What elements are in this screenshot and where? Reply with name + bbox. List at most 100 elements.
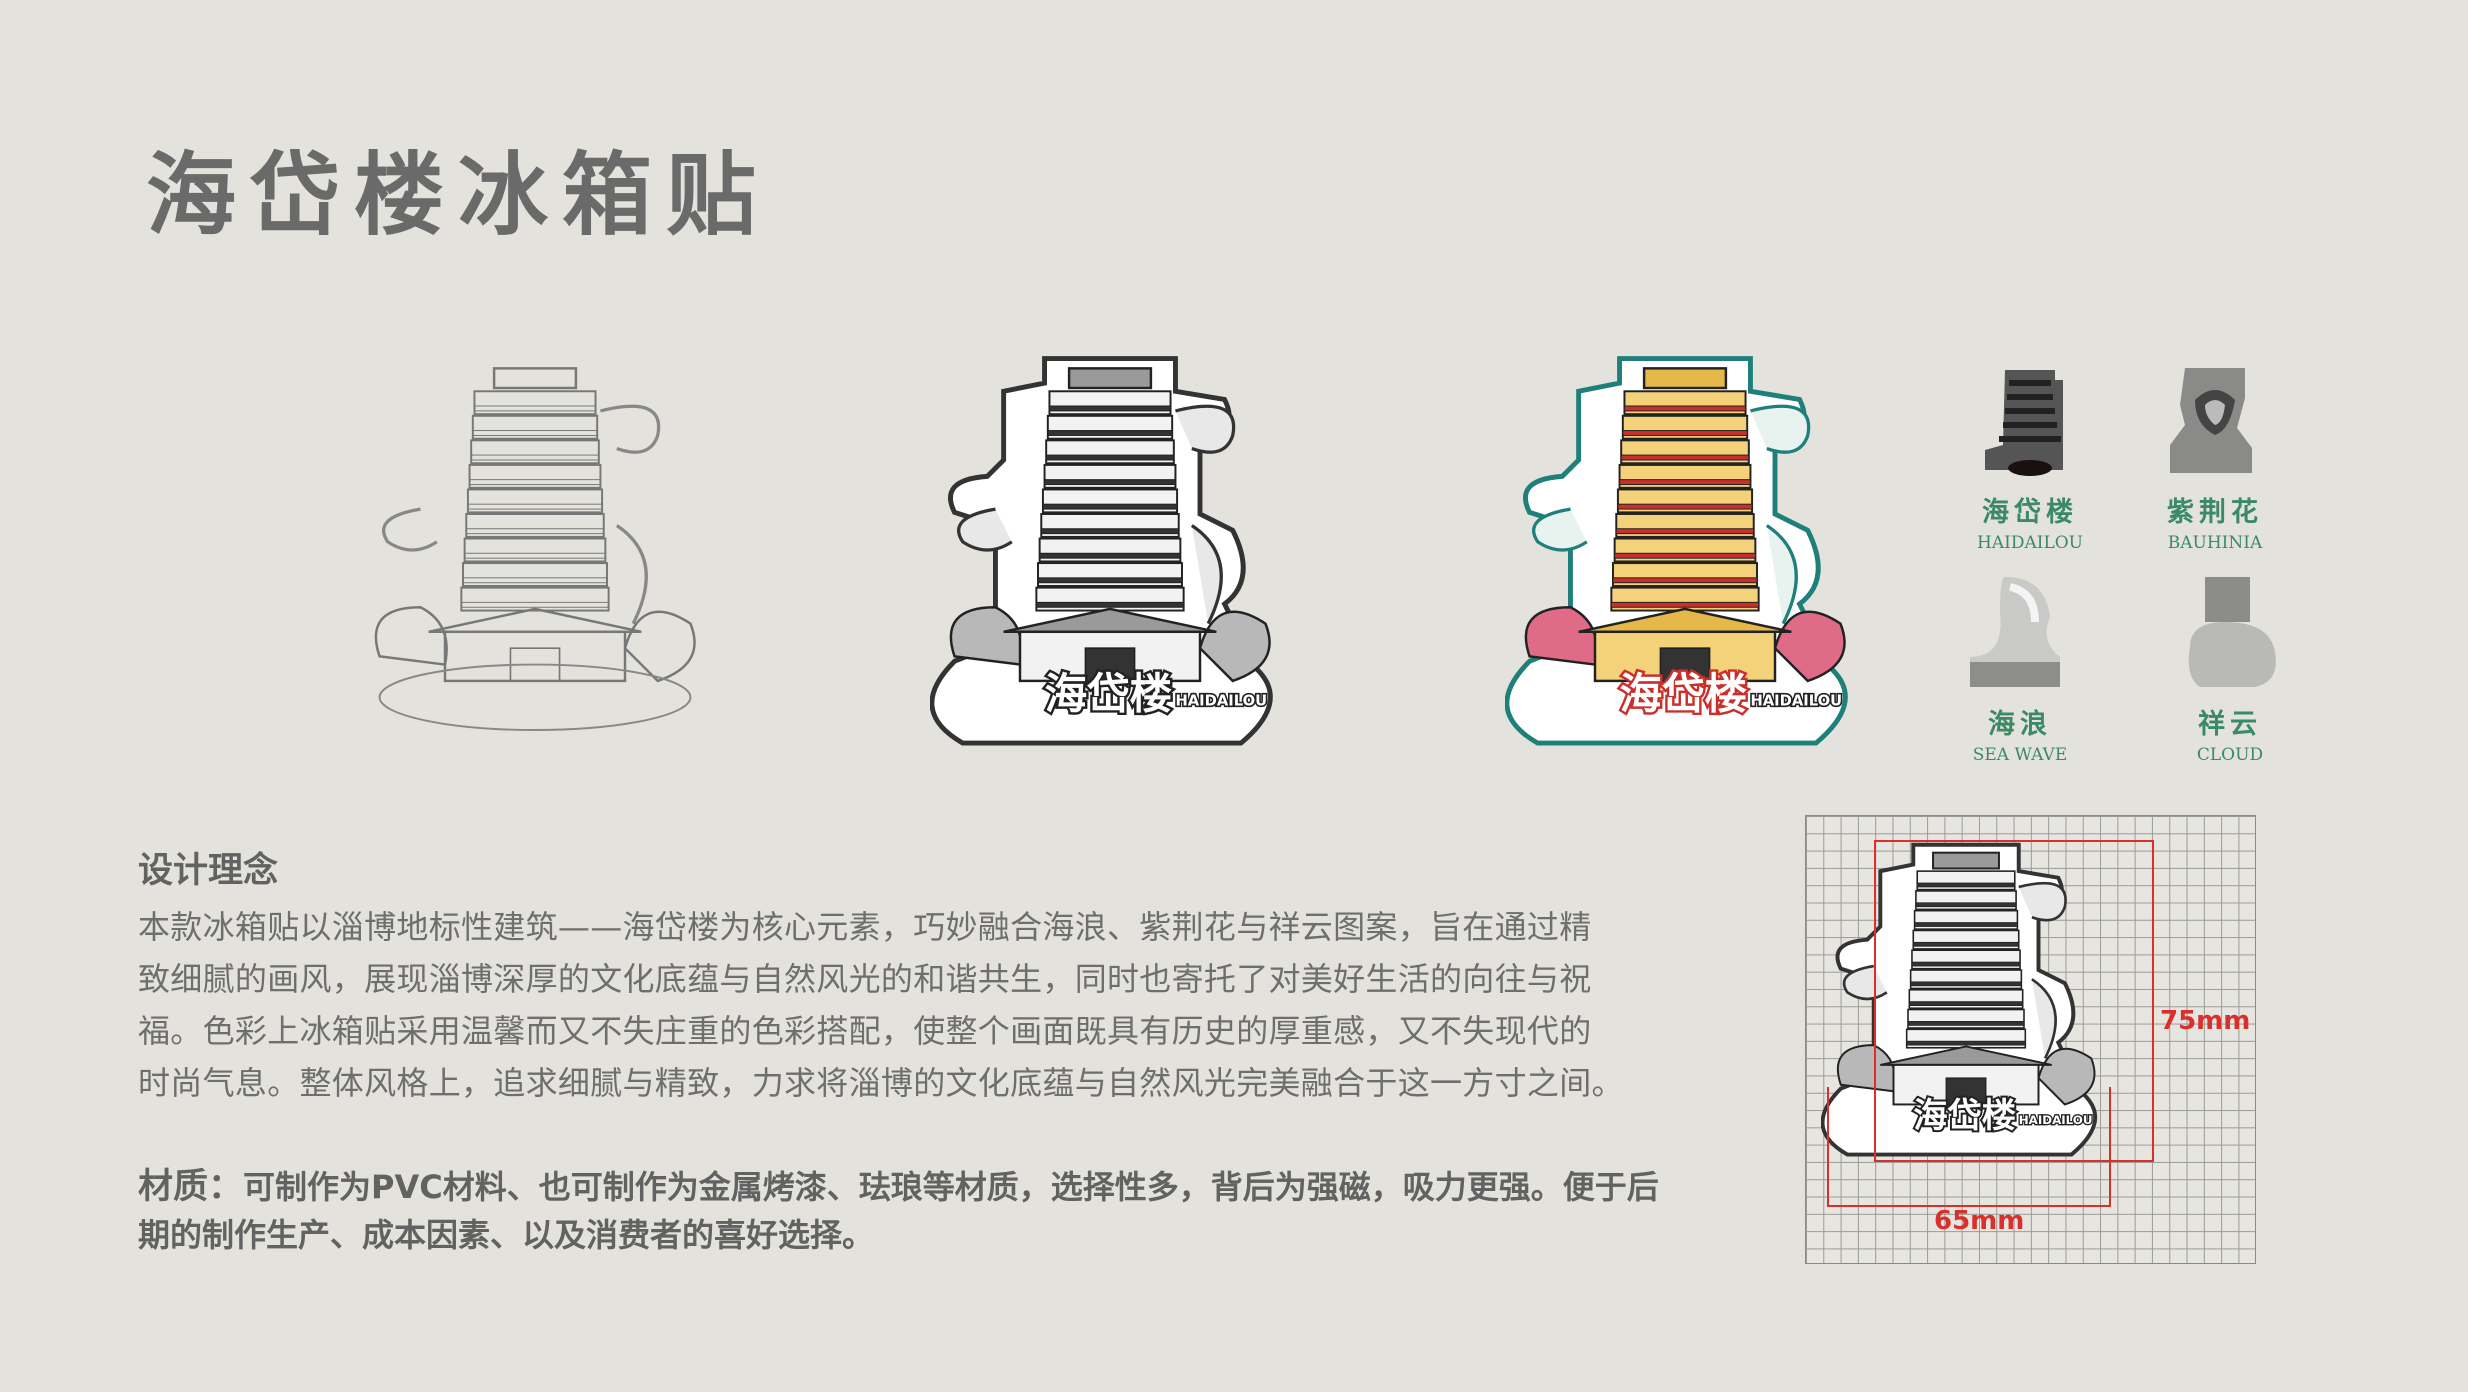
tower-band (1622, 430, 1748, 436)
tower-tier (460, 586, 610, 612)
element-label-en: BAUHINIA (2167, 533, 2263, 553)
tower-tier (466, 488, 604, 514)
flower-base (374, 606, 696, 683)
tower-band (1915, 902, 2017, 908)
tower-band (1617, 503, 1753, 510)
element-cloud: 祥云 CLOUD (2145, 572, 2315, 765)
sticker-label-cn: 海岱楼 (1620, 671, 1748, 720)
element-label-cn: 海浪 (1988, 709, 2052, 740)
tower-top (492, 367, 578, 390)
tower-photo-icon (1975, 360, 2085, 480)
sticker-label-en: HAIDAILOU (1750, 692, 1842, 709)
tower-tier (465, 513, 605, 538)
design-line: 时尚气息。整体风格上，追求细腻与精致，力求将淄博的文化底蕴与自然风光完美融合于这… (138, 1064, 1624, 1102)
material-text: 可制作为PVC材料、也可制作为金属烤漆、珐琅等材质，选择性多，背后为强磁，吸力更… (243, 1168, 1659, 1206)
tower-band (1040, 528, 1180, 535)
cloud-swirl (382, 404, 661, 625)
sticker-label-en: HAIDAILOU (2019, 1113, 2093, 1127)
element-label-cn: 海岱楼 (1982, 497, 2078, 528)
material-line: 材质：可制作为PVC材料、也可制作为金属烤漆、珐琅等材质，选择性多，背后为强磁，… (138, 1158, 1659, 1209)
tower-band (1914, 922, 2018, 927)
cloud-swirl (957, 404, 1236, 625)
tower-band (1048, 405, 1172, 412)
wave-photo-icon (1965, 572, 2075, 692)
tower-band (1045, 454, 1175, 461)
tower-top (1067, 367, 1153, 390)
element-label-cn: 祥云 (2198, 709, 2262, 740)
tower-tier (471, 414, 599, 440)
flower-photo-icon (2160, 360, 2270, 480)
tower-band (1910, 981, 2022, 987)
tower-band (470, 454, 600, 461)
element-bauhinia: 紫荆花 BAUHINIA (2130, 360, 2300, 553)
tower-band (1908, 1001, 2024, 1006)
tower-band (1039, 552, 1181, 559)
tower-door (1659, 647, 1711, 682)
tower-band (1620, 454, 1750, 461)
tower-top (1642, 367, 1728, 390)
tower-band (1907, 1021, 2025, 1026)
tower-band (465, 528, 605, 535)
tower-band (1035, 601, 1185, 608)
tower-tier (463, 537, 607, 563)
cloud-photo-icon (2175, 572, 2285, 692)
tower-band (469, 479, 601, 486)
tower-base (443, 630, 627, 683)
tower-band (1619, 479, 1751, 486)
material-label: 材质： (138, 1167, 244, 1207)
width-guide (1827, 1087, 2111, 1207)
sticker-label-cn: 海岱楼 (1913, 1096, 2016, 1136)
tower-band (1906, 1040, 2026, 1046)
tower-door (1084, 647, 1136, 682)
height-guide (1874, 840, 2154, 1162)
element-haidailou: 海岱楼 HAIDAILOU (1945, 360, 2115, 553)
tower-band (1047, 430, 1173, 436)
tower-band (1623, 405, 1747, 412)
design-heading: 设计理念 (138, 851, 279, 891)
sticker-label-en: HAIDAILOU (1175, 692, 1267, 709)
tower-band (1615, 528, 1755, 535)
element-label-en: CLOUD (2196, 745, 2264, 765)
base-ellipse (378, 663, 692, 731)
sticker-line-art (355, 345, 715, 755)
tower-band (460, 601, 610, 608)
tower-band (1042, 503, 1178, 510)
tower-tier (462, 562, 608, 587)
tower-roof (428, 607, 642, 634)
material-line: 期的制作生产、成本因素、以及消费者的喜好选择。 (138, 1216, 875, 1254)
tower-tier (468, 463, 602, 489)
tower-band (1037, 577, 1183, 584)
design-line: 本款冰箱贴以淄博地标性建筑——海岱楼为核心元素，巧妙融合海浪、紫荆花与祥云图案，… (138, 908, 1592, 946)
page-title: 海岱楼冰箱贴 (146, 143, 770, 248)
flower-base (1524, 606, 1846, 683)
flower-base (1836, 1044, 2096, 1106)
tower-band (1911, 961, 2021, 967)
tower-band (1614, 552, 1756, 559)
cloud-swirl (1532, 404, 1811, 625)
tower-top (1932, 851, 2000, 870)
sticker-label-cn: 海岱楼 (1045, 671, 1173, 720)
tower-band (473, 405, 597, 412)
height-label: 75mm (2160, 1006, 2251, 1036)
tower-band (462, 577, 608, 584)
element-sea-wave: 海浪 SEA WAVE (1935, 572, 2105, 765)
tower-band (1044, 479, 1176, 486)
tower-band (1610, 601, 1760, 608)
element-label-en: SEA WAVE (1972, 745, 2068, 765)
tower-band (467, 503, 603, 510)
element-label-en: HAIDAILOU (1977, 533, 2083, 553)
tower-band (464, 552, 606, 559)
element-label-cn: 紫荆花 (2167, 497, 2263, 528)
design-line: 致细腻的画风，展现淄博深厚的文化底蕴与自然风光的和谐共生，同时也寄托了对美好生活… (138, 960, 1592, 998)
tower-band (1916, 882, 2016, 888)
design-line: 福。色彩上冰箱贴采用温馨而又不失庄重的色彩搭配，使整个画面既具有历史的厚重感，又… (138, 1012, 1592, 1050)
tower-illustration (374, 367, 696, 731)
tower-band (472, 430, 598, 436)
